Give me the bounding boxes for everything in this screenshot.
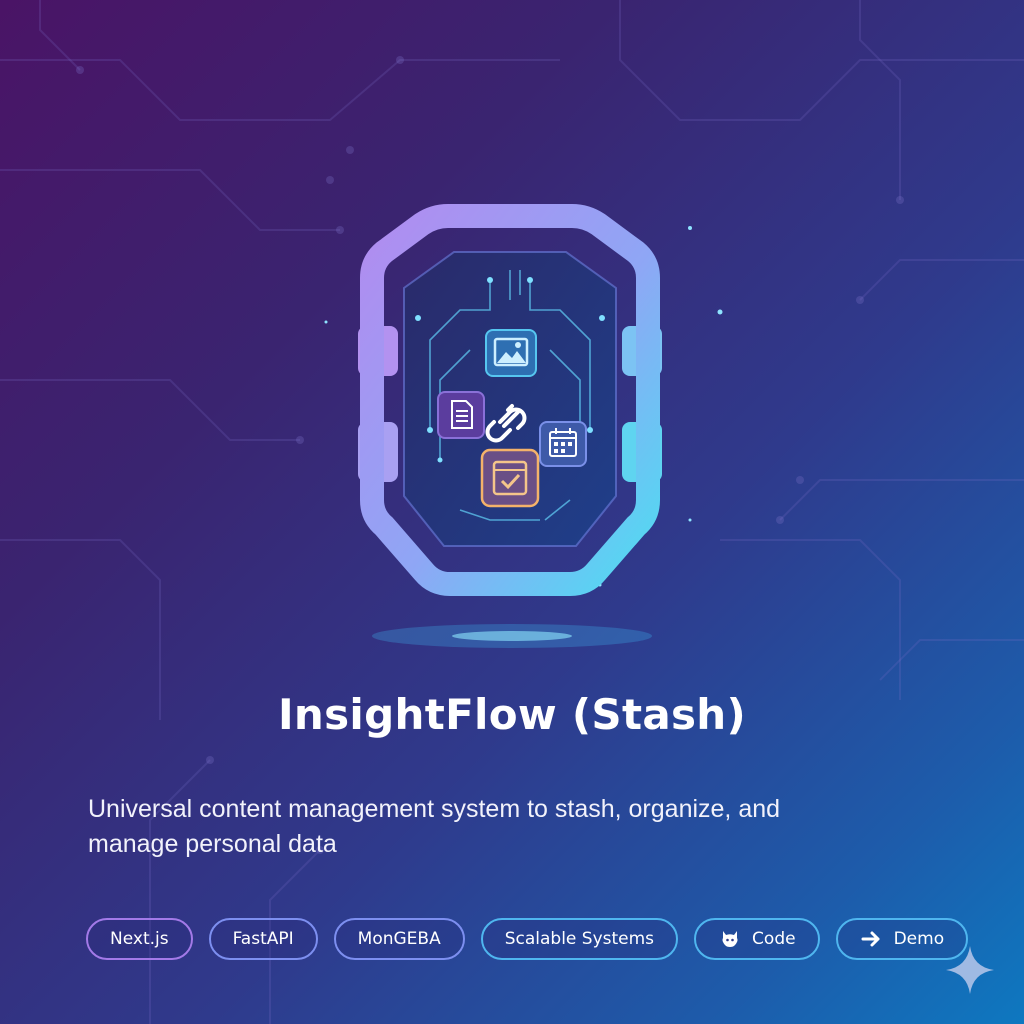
project-title: InsightFlow (Stash)	[278, 690, 746, 739]
insightflow-logo	[358, 204, 662, 596]
sparkle-icon	[946, 946, 994, 994]
code-button-label: Code	[752, 929, 796, 949]
tag-label: MonGEBA	[357, 929, 441, 949]
tag-label: Next.js	[110, 929, 169, 949]
tag-row: Next.js FastAPI MonGEBA Scalable Systems…	[86, 916, 969, 962]
arrow-right-icon	[860, 927, 884, 951]
calendar-icon	[539, 421, 587, 467]
github-octocat-icon	[718, 927, 742, 951]
link-icon	[485, 404, 527, 443]
tag-fastapi: FastAPI	[208, 918, 318, 960]
tag-label: Scalable Systems	[504, 929, 655, 949]
document-icon	[437, 391, 485, 439]
demo-button[interactable]: Demo	[835, 918, 969, 960]
project-description: Universal content management system to s…	[88, 795, 781, 858]
checklist-icon	[480, 448, 540, 508]
demo-button-label: Demo	[893, 929, 945, 949]
tag-scalable-systems: Scalable Systems	[480, 918, 679, 960]
code-button[interactable]: Code	[694, 918, 820, 960]
tag-label: FastAPI	[232, 929, 294, 949]
tag-nextjs: Next.js	[86, 918, 193, 960]
image-icon	[485, 329, 537, 377]
tag-mongeba: MonGEBA	[333, 918, 465, 960]
